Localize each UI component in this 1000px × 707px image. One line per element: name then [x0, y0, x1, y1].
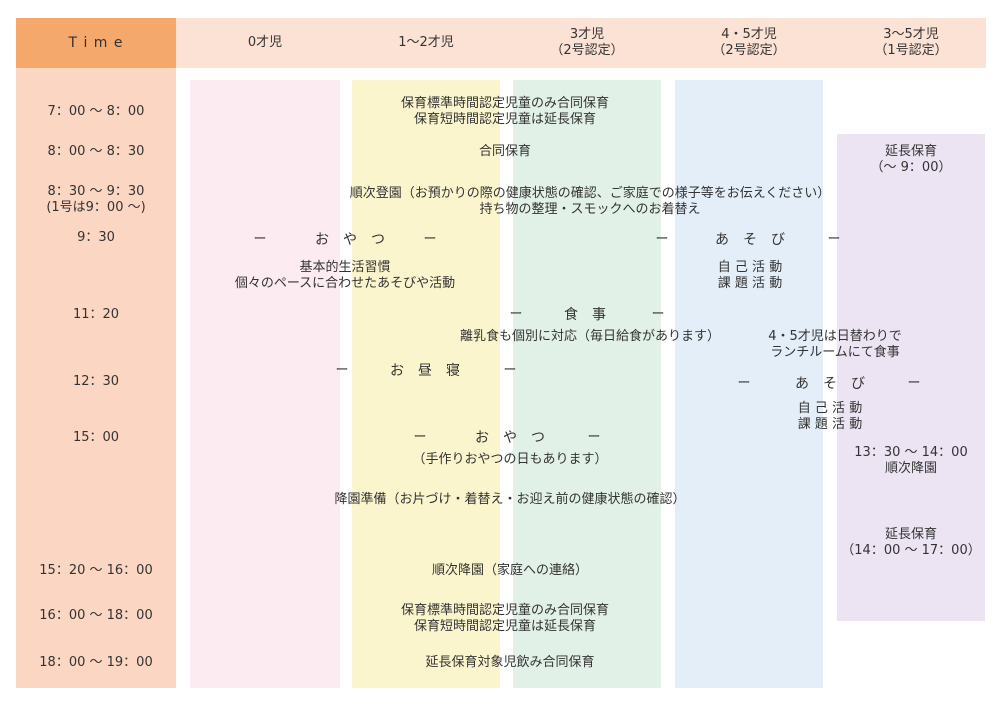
- time-label: 8：30 ～ 9：30 (1号は9：00 ～): [46, 184, 146, 215]
- time-label: 11：20: [72, 307, 120, 322]
- evening-care-text: 保育標準時間認定児童のみ合同保育 保育短時間認定児童は延長保育: [400, 603, 609, 634]
- meal-dash-left: ー: [509, 307, 523, 322]
- joint-care-text: 合同保育: [478, 144, 531, 159]
- header-age3: 3才児 （2号認定）: [550, 27, 624, 58]
- nap-label: お 昼 寝: [390, 363, 460, 379]
- play-930-dash-right: ー: [827, 232, 841, 247]
- col-age0-bg: [190, 80, 340, 688]
- header-band-bg: [176, 18, 986, 68]
- time-label: 9：30: [77, 230, 115, 245]
- play-1230-label: あ そ び: [795, 376, 865, 392]
- play-1230-dash-left: ー: [737, 376, 751, 391]
- meal-note-text: 離乳食も個別に対応（毎日給食があります）: [459, 329, 720, 344]
- prep-leave-text: 降園準備（お片づけ・着替え・お迎え前の健康状態の確認）: [334, 492, 686, 507]
- time-label: 15：00: [72, 430, 120, 445]
- header-age0: 0才児: [247, 35, 283, 50]
- lunchroom-text: 4・5才児は日替わりで ランチルームにて食事: [768, 329, 902, 360]
- play-930-dash-left: ー: [655, 232, 669, 247]
- snack-930-dash-right: ー: [423, 232, 437, 247]
- arrival-text: 順次登園（お預かりの際の健康状態の確認、ご家庭での様子等をお伝えください） 持ち…: [349, 186, 831, 217]
- self-activity-text: 自 己 活 動 課 題 活 動: [717, 260, 783, 291]
- meal-label: 食 事: [564, 307, 606, 323]
- col-age35-bg: [837, 134, 985, 621]
- leave-text: 順次降園（家庭への連絡）: [431, 563, 588, 578]
- header-time: T i m e: [68, 35, 124, 51]
- ext-afternoon-text: 延長保育 （14：00 ～ 17：00）: [841, 527, 981, 558]
- time-label: 8：00 ～ 8：30: [47, 144, 145, 159]
- time-header-bg: [16, 18, 176, 68]
- time-label: 18：00 ～ 19：00: [39, 655, 153, 670]
- self-activity-text: 自 己 活 動 課 題 活 動: [797, 401, 863, 432]
- nap-dash-left: ー: [335, 363, 349, 378]
- nap-dash-right: ー: [503, 363, 517, 378]
- time-label: 7：00 ～ 8：00: [47, 104, 145, 119]
- time-label: 15：20 ～ 16：00: [39, 563, 153, 578]
- snack-930-label: お や つ: [315, 232, 385, 248]
- snack-1500-dash-left: ー: [413, 430, 427, 445]
- time-label: 16：00 ～ 18：00: [39, 608, 153, 623]
- late-care-text: 延長保育対象児飲み合同保育: [425, 655, 595, 670]
- header-age45: 4・5才児 （2号認定）: [712, 27, 786, 58]
- col-age45-bg: [675, 80, 823, 688]
- homemade-snack-text: （手作りおやつの日もあります）: [412, 452, 608, 467]
- col-age12-bg: [352, 80, 500, 688]
- ext-leave-text: 13：30 ～ 14：00 順次降園: [854, 445, 968, 476]
- snack-930-dash-left: ー: [253, 232, 267, 247]
- habits-text: 基本的生活習慣 個々のペースに合わせたあそびや活動: [234, 260, 456, 291]
- time-label: 12：30: [72, 374, 120, 389]
- ext-morning-text: 延長保育 （～ 9：00）: [870, 144, 952, 175]
- play-1230-dash-right: ー: [907, 376, 921, 391]
- col-age3-bg: [513, 80, 661, 688]
- snack-1500-label: お や つ: [475, 430, 545, 446]
- time-column-bg: [16, 18, 176, 688]
- morning-care-text: 保育標準時間認定児童のみ合同保育 保育短時間認定児童は延長保育: [400, 96, 609, 127]
- header-age12: 1～2才児: [398, 35, 454, 50]
- meal-dash-right: ー: [651, 307, 665, 322]
- header-age35: 3～5才児 （1号認定）: [874, 27, 948, 58]
- play-930-label: あ そ び: [715, 232, 785, 248]
- snack-1500-dash-right: ー: [587, 430, 601, 445]
